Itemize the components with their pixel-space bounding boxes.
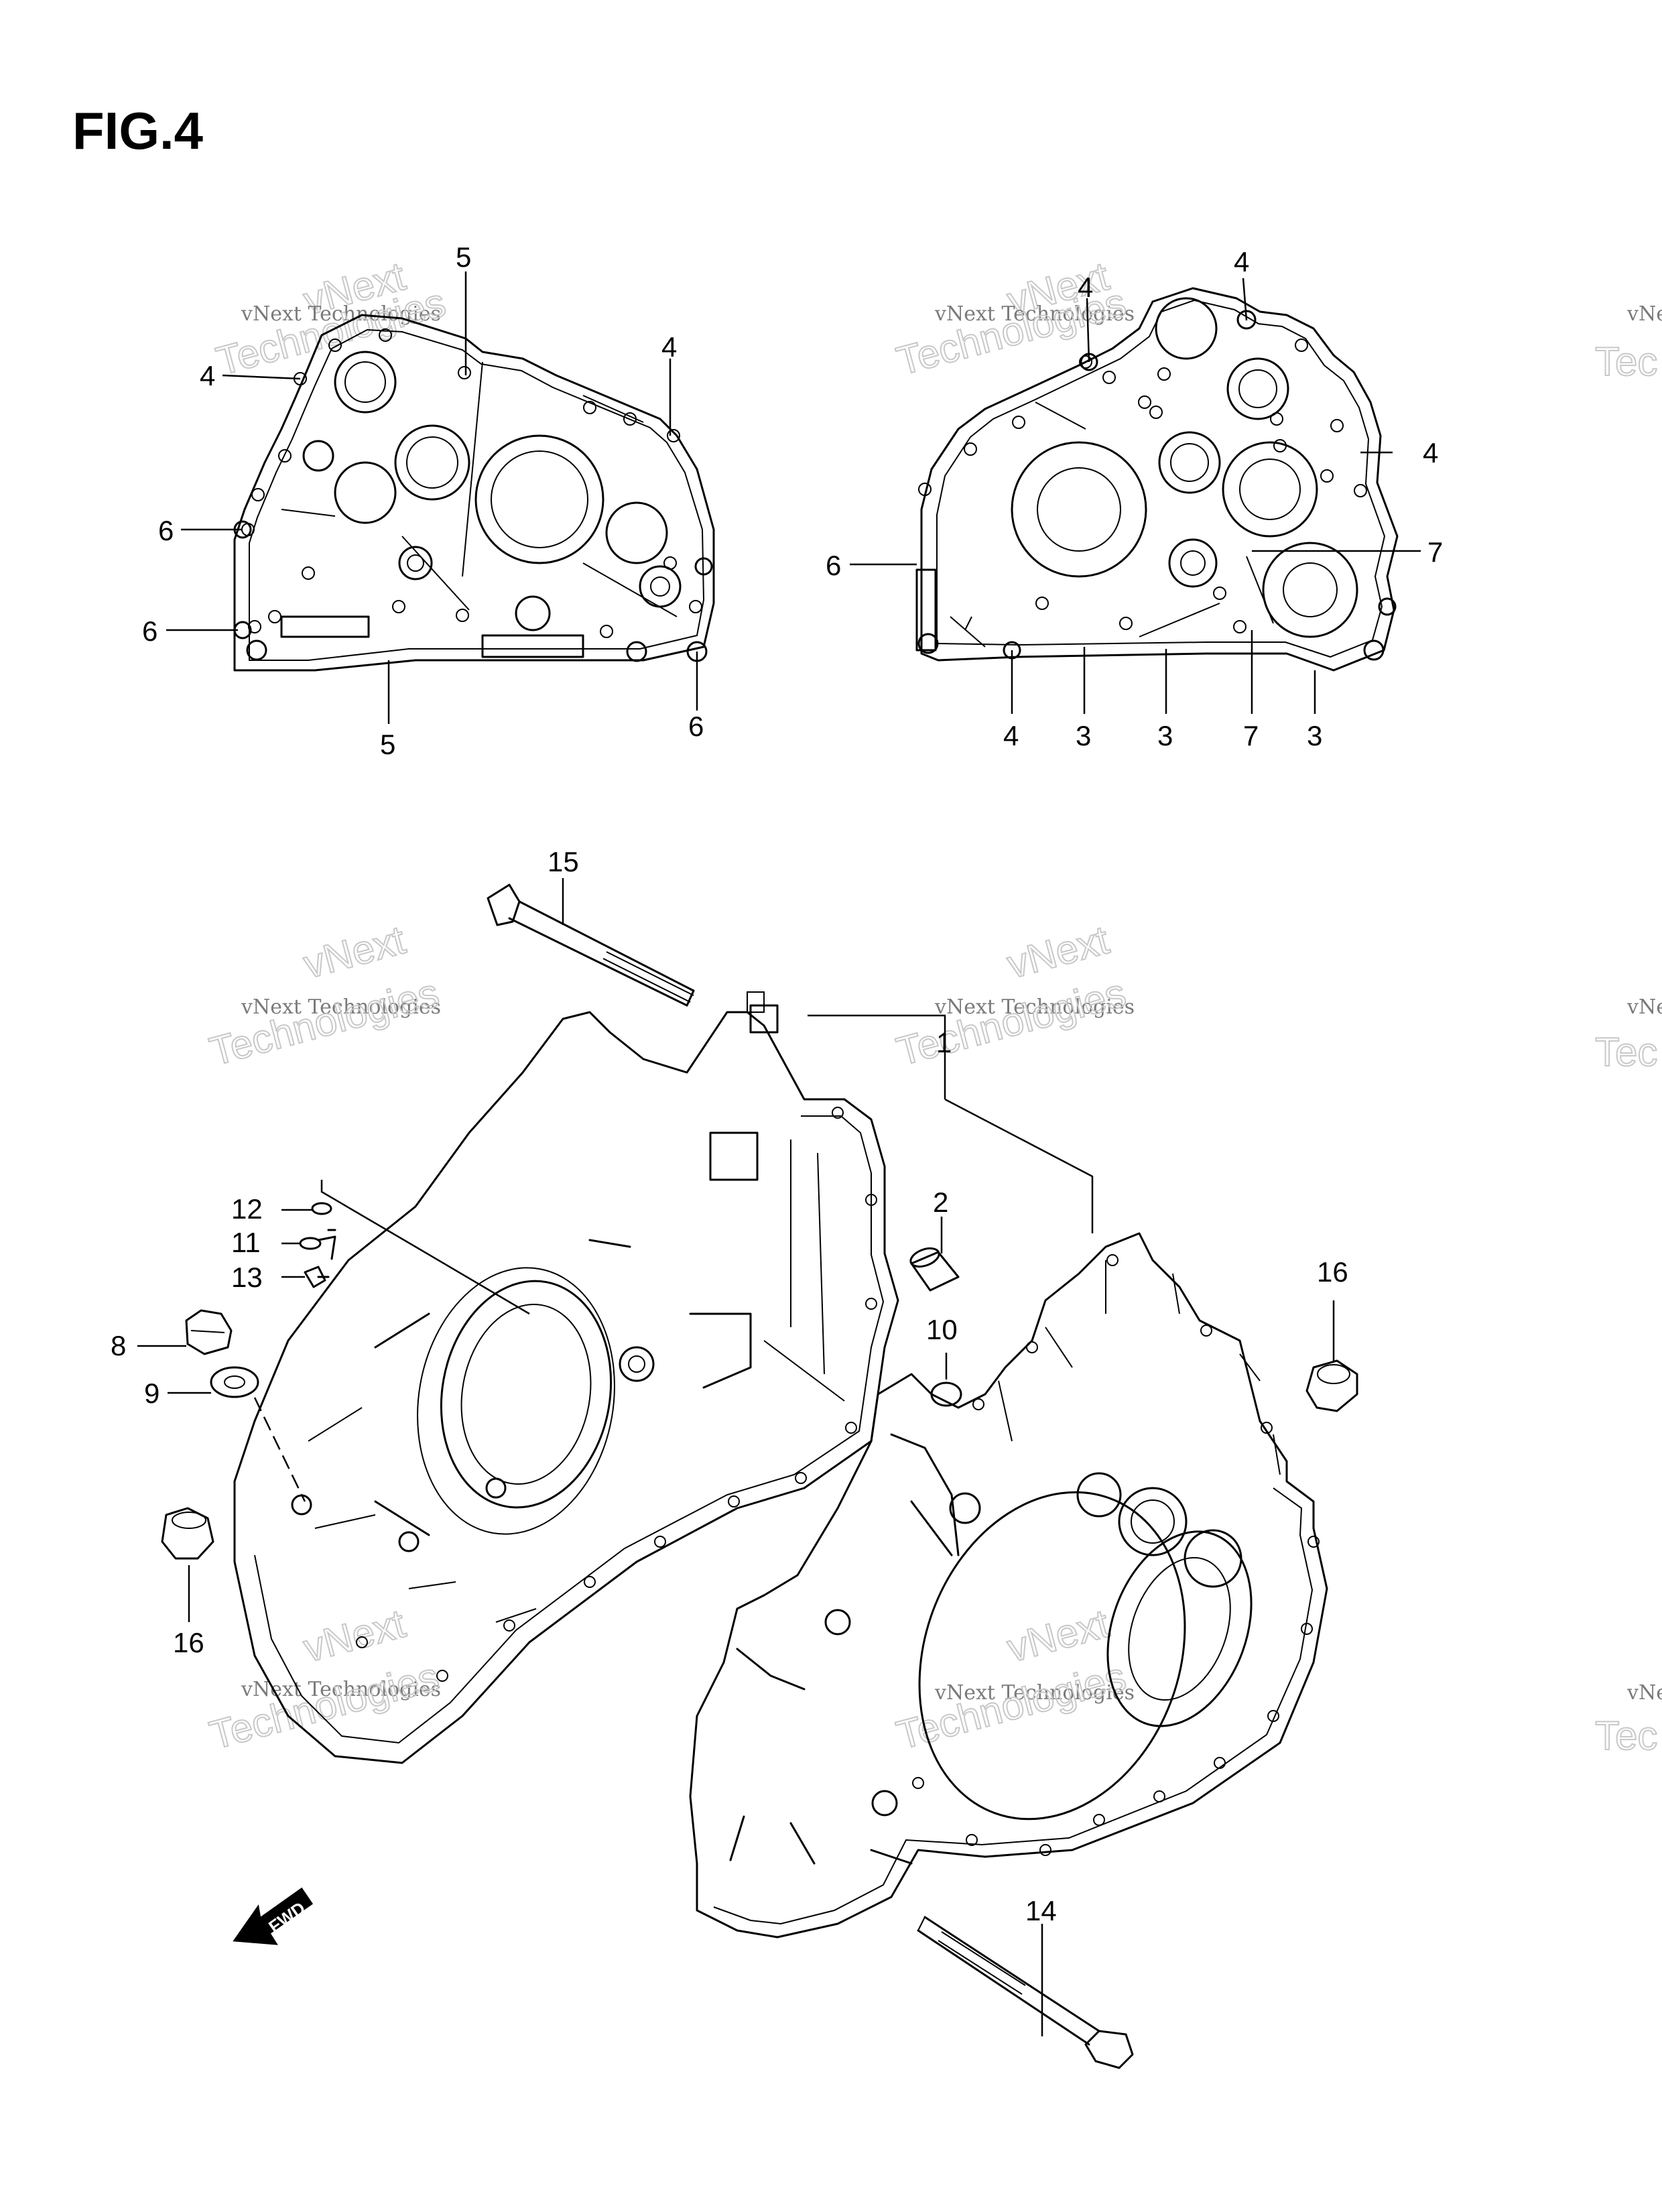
crank-bore	[1011, 441, 1147, 578]
callout-15: 15	[548, 846, 579, 877]
leader-lines	[137, 271, 1421, 2036]
fwd-arrow-icon	[233, 1887, 314, 1945]
callout-8: 8	[111, 1330, 126, 1361]
watermark-technologies: Technologies	[205, 1654, 444, 1758]
callout-3: 3	[1307, 720, 1322, 751]
watermark-partial: Tec	[1595, 1030, 1657, 1074]
watermark-partial: vNe	[1626, 302, 1662, 326]
bolt-holes	[356, 1107, 877, 1682]
watermark-partial: vNe	[1626, 995, 1662, 1019]
callout-3: 3	[1076, 720, 1091, 751]
callout-4: 4	[1078, 271, 1093, 303]
callout-4: 4	[1423, 437, 1438, 469]
watermark-partial: Tec	[1595, 339, 1657, 384]
watermark-vnext: vNext	[299, 917, 410, 987]
watermark-text: vNext Technologies	[934, 995, 1135, 1019]
callout-3: 3	[1157, 720, 1173, 751]
crankcase-right-outline	[920, 287, 1399, 672]
bolt-holes	[918, 339, 1367, 633]
callout-1: 1	[936, 1027, 952, 1058]
figure-title: FIG.4	[72, 101, 204, 160]
callout-7: 7	[1427, 536, 1443, 568]
o-ring-10	[930, 1381, 962, 1407]
watermark-vnext: vNext	[299, 1601, 410, 1670]
nut-16-right	[1305, 1359, 1358, 1412]
bolt-holes	[241, 328, 702, 638]
callout-4: 4	[1234, 246, 1249, 278]
callout-14: 14	[1025, 1895, 1057, 1926]
callout-5: 5	[380, 729, 395, 760]
shaft-bore	[1222, 441, 1318, 538]
callout-6: 6	[688, 711, 704, 742]
crank-bore	[474, 434, 604, 564]
callout-4: 4	[200, 360, 215, 391]
callout-4: 4	[661, 331, 677, 363]
watermark-upper-left: vNext vNext Technologies Technologies	[211, 253, 451, 384]
callout-2: 2	[933, 1186, 948, 1218]
long-bolt-15	[487, 883, 695, 1007]
shaft-bore	[394, 424, 470, 501]
watermark-partial: vNe	[1626, 1681, 1662, 1705]
watermark-text: vNext Technologies	[934, 1681, 1135, 1705]
watermark-mid-right: vNext vNext Technologies Technologies	[891, 916, 1135, 1074]
washer-9	[210, 1366, 259, 1398]
callout-16: 16	[1317, 1256, 1348, 1288]
dowel-pin-2	[909, 1247, 960, 1292]
watermark-text: vNext Technologies	[934, 302, 1135, 326]
crankcase-left-face-view	[233, 314, 715, 672]
callout-5: 5	[456, 241, 471, 273]
watermark-edge-right: vNe Tec vNe Tec vNe Tec	[1594, 302, 1662, 1759]
callout-11: 11	[231, 1227, 261, 1258]
callout-4: 4	[1003, 720, 1019, 751]
crankcase-right-face-view	[915, 287, 1399, 672]
left-crankcase-half	[233, 991, 899, 1764]
plug-8	[185, 1309, 233, 1355]
boss-holes	[233, 520, 713, 662]
left-half-outline	[233, 1011, 899, 1764]
callout-6: 6	[826, 550, 841, 581]
boss-holes	[917, 310, 1397, 661]
nut-16-left	[161, 1507, 214, 1560]
watermark-text: vNext Technologies	[241, 302, 441, 326]
watermark-partial: Tec	[1595, 1713, 1657, 1758]
forward-arrow: FWD	[233, 1887, 314, 1945]
main-bore	[1106, 1530, 1253, 1727]
right-half-outline	[689, 1232, 1328, 1939]
crankcase-left-outline	[233, 314, 715, 672]
cylinder-bore	[440, 1280, 613, 1509]
watermark-technologies: Technologies	[892, 970, 1131, 1074]
callout-13: 13	[231, 1262, 263, 1293]
right-crankcase-half	[689, 1232, 1328, 1939]
callout-6: 6	[142, 615, 157, 647]
o-ring-12	[311, 1202, 332, 1215]
callout-7: 7	[1243, 720, 1259, 751]
callout-16: 16	[173, 1627, 204, 1658]
screw-13	[304, 1266, 330, 1288]
callout-10: 10	[926, 1314, 958, 1345]
callout-6: 6	[158, 515, 174, 546]
callout-labels: 5 4 4 6 6 5 6 4 4 4 7 6 4 3 3 7 3 15 1 2…	[111, 241, 1443, 1926]
watermark-mid-left: vNext vNext Technologies Technologies	[204, 916, 444, 1074]
watermark-low-left: vNext vNext Technologies Technologies	[204, 1600, 444, 1758]
watermark-text: vNext Technologies	[241, 995, 441, 1019]
watermark-technologies: Technologies	[892, 1654, 1131, 1758]
watermark-technologies: Technologies	[205, 970, 444, 1074]
watermark-upper-right: vNext vNext Technologies Technologies	[891, 253, 1135, 384]
parts	[161, 883, 1358, 2069]
bolt-holes	[912, 1254, 1320, 1856]
long-bolt-14	[917, 1916, 1134, 2069]
callout-12: 12	[231, 1193, 263, 1225]
fitting-11	[299, 1229, 336, 1260]
callout-9: 9	[144, 1377, 159, 1409]
